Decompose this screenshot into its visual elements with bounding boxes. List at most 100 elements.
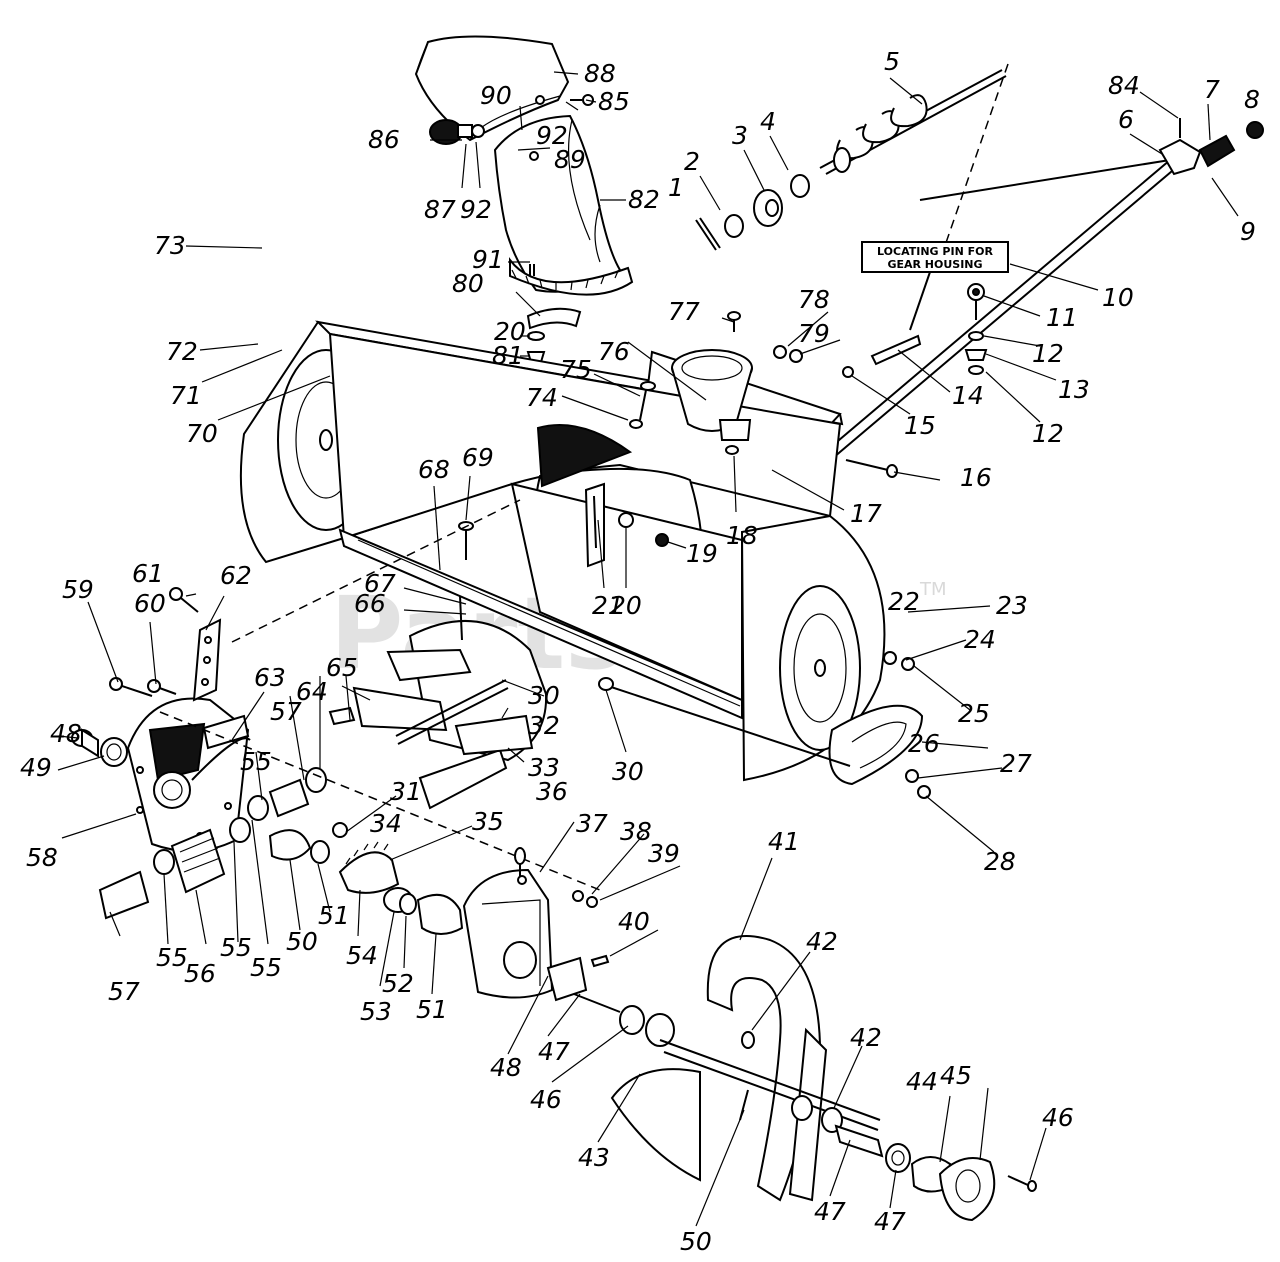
part-label-88: 88: [584, 59, 616, 88]
part-label-55: 55: [240, 747, 272, 776]
part-label-76: 76: [598, 337, 630, 366]
gear-train: [98, 767, 464, 935]
part-label-20: 20: [610, 591, 642, 620]
part-label-28: 28: [984, 847, 1016, 876]
part-label-79: 79: [798, 319, 830, 348]
part-label-85: 85: [598, 87, 630, 116]
part-label-74: 74: [526, 383, 558, 412]
part-label-15: 15: [904, 411, 936, 440]
part-label-41: 41: [768, 827, 800, 856]
part-label-18: 18: [726, 521, 758, 550]
part-label-57: 57: [108, 977, 140, 1006]
part-label-51: 51: [416, 995, 448, 1024]
part-label-50: 50: [286, 927, 318, 956]
part-label-42: 42: [806, 927, 838, 956]
part-label-36: 36: [536, 777, 568, 806]
part-label-60: 60: [134, 589, 166, 618]
part-label-55: 55: [250, 953, 282, 982]
part-label-92: 92: [460, 195, 492, 224]
discharge-chute: [493, 114, 634, 296]
part-label-55: 55: [156, 943, 188, 972]
part-label-63: 63: [254, 663, 286, 692]
part-label-24: 24: [964, 625, 996, 654]
part-label-14: 14: [952, 381, 984, 410]
part-label-42: 42: [850, 1023, 882, 1052]
part-label-70: 70: [186, 419, 218, 448]
part-label-2: 2: [684, 147, 700, 176]
control-rod: [779, 118, 1264, 497]
auger-spiral: [819, 69, 1007, 175]
auger-end-bearing: [821, 1107, 1037, 1222]
note-line-1: LOCATING PIN FOR: [877, 245, 993, 258]
part-label-7: 7: [1204, 75, 1220, 104]
part-label-69: 69: [462, 443, 494, 472]
part-label-3: 3: [732, 121, 748, 150]
part-label-12: 12: [1032, 339, 1064, 368]
part-label-47: 47: [814, 1197, 846, 1226]
part-label-35: 35: [472, 807, 504, 836]
part-label-55: 55: [220, 933, 252, 962]
part-label-19: 19: [686, 539, 718, 568]
part-label-20: 20: [494, 317, 526, 346]
part-label-44: 44: [906, 1067, 938, 1096]
part-label-46: 46: [530, 1085, 562, 1114]
part-label-89: 89: [554, 145, 586, 174]
part-label-80: 80: [452, 269, 484, 298]
note-line-2: GEAR HOUSING: [887, 258, 982, 271]
part-label-6: 6: [1118, 105, 1134, 134]
part-label-68: 68: [418, 455, 450, 484]
part-label-27: 27: [1000, 749, 1032, 778]
part-label-23: 23: [996, 591, 1028, 620]
part-label-78: 78: [798, 285, 830, 314]
part-label-11: 11: [1046, 303, 1078, 332]
part-label-66: 66: [354, 589, 386, 618]
part-label-37: 37: [576, 809, 608, 838]
part-label-48: 48: [490, 1053, 522, 1082]
part-label-8: 8: [1244, 85, 1260, 114]
gearbox-right: [462, 868, 554, 999]
part-label-86: 86: [368, 125, 400, 154]
locating-pin-note: LOCATING PIN FOR GEAR HOUSING: [861, 241, 1009, 331]
part-label-16: 16: [960, 463, 992, 492]
part-label-45: 45: [940, 1061, 972, 1090]
watermark-tm: TM: [919, 579, 947, 600]
skid-shoe: [828, 704, 931, 799]
part-label-39: 39: [648, 839, 680, 868]
leader-lines: [57, 71, 1239, 1227]
part-label-49: 49: [20, 753, 52, 782]
part-label-73: 73: [154, 231, 186, 260]
part-label-31: 31: [390, 777, 422, 806]
part-label-58: 58: [26, 843, 58, 872]
part-label-50: 50: [680, 1227, 712, 1256]
part-label-5: 5: [884, 47, 900, 76]
chute-clamp: [526, 307, 582, 330]
part-label-71: 71: [170, 381, 202, 410]
part-label-32: 32: [528, 711, 560, 740]
part-label-17: 17: [850, 499, 882, 528]
part-label-61: 61: [132, 559, 164, 588]
chute-deflector: [414, 35, 570, 142]
part-label-40: 40: [618, 907, 650, 936]
part-label-10: 10: [1102, 283, 1134, 312]
part-label-13: 13: [1058, 375, 1090, 404]
part-label-4: 4: [760, 107, 776, 136]
part-label-52: 52: [382, 969, 414, 998]
part-label-22: 22: [888, 587, 920, 616]
part-label-47: 47: [538, 1037, 570, 1066]
part-label-12: 12: [1032, 419, 1064, 448]
part-label-75: 75: [560, 355, 592, 384]
part-label-51: 51: [318, 901, 350, 930]
auger-housing: [239, 320, 886, 782]
part-label-30: 30: [528, 681, 560, 710]
part-label-84: 84: [1108, 71, 1140, 100]
part-label-90: 90: [480, 81, 512, 110]
part-label-46: 46: [1042, 1103, 1074, 1132]
part-label-33: 33: [528, 753, 560, 782]
part-label-30: 30: [612, 757, 644, 786]
part-label-38: 38: [620, 817, 652, 846]
part-label-57: 57: [270, 697, 302, 726]
part-label-21: 21: [592, 591, 624, 620]
part-label-92: 92: [536, 121, 568, 150]
